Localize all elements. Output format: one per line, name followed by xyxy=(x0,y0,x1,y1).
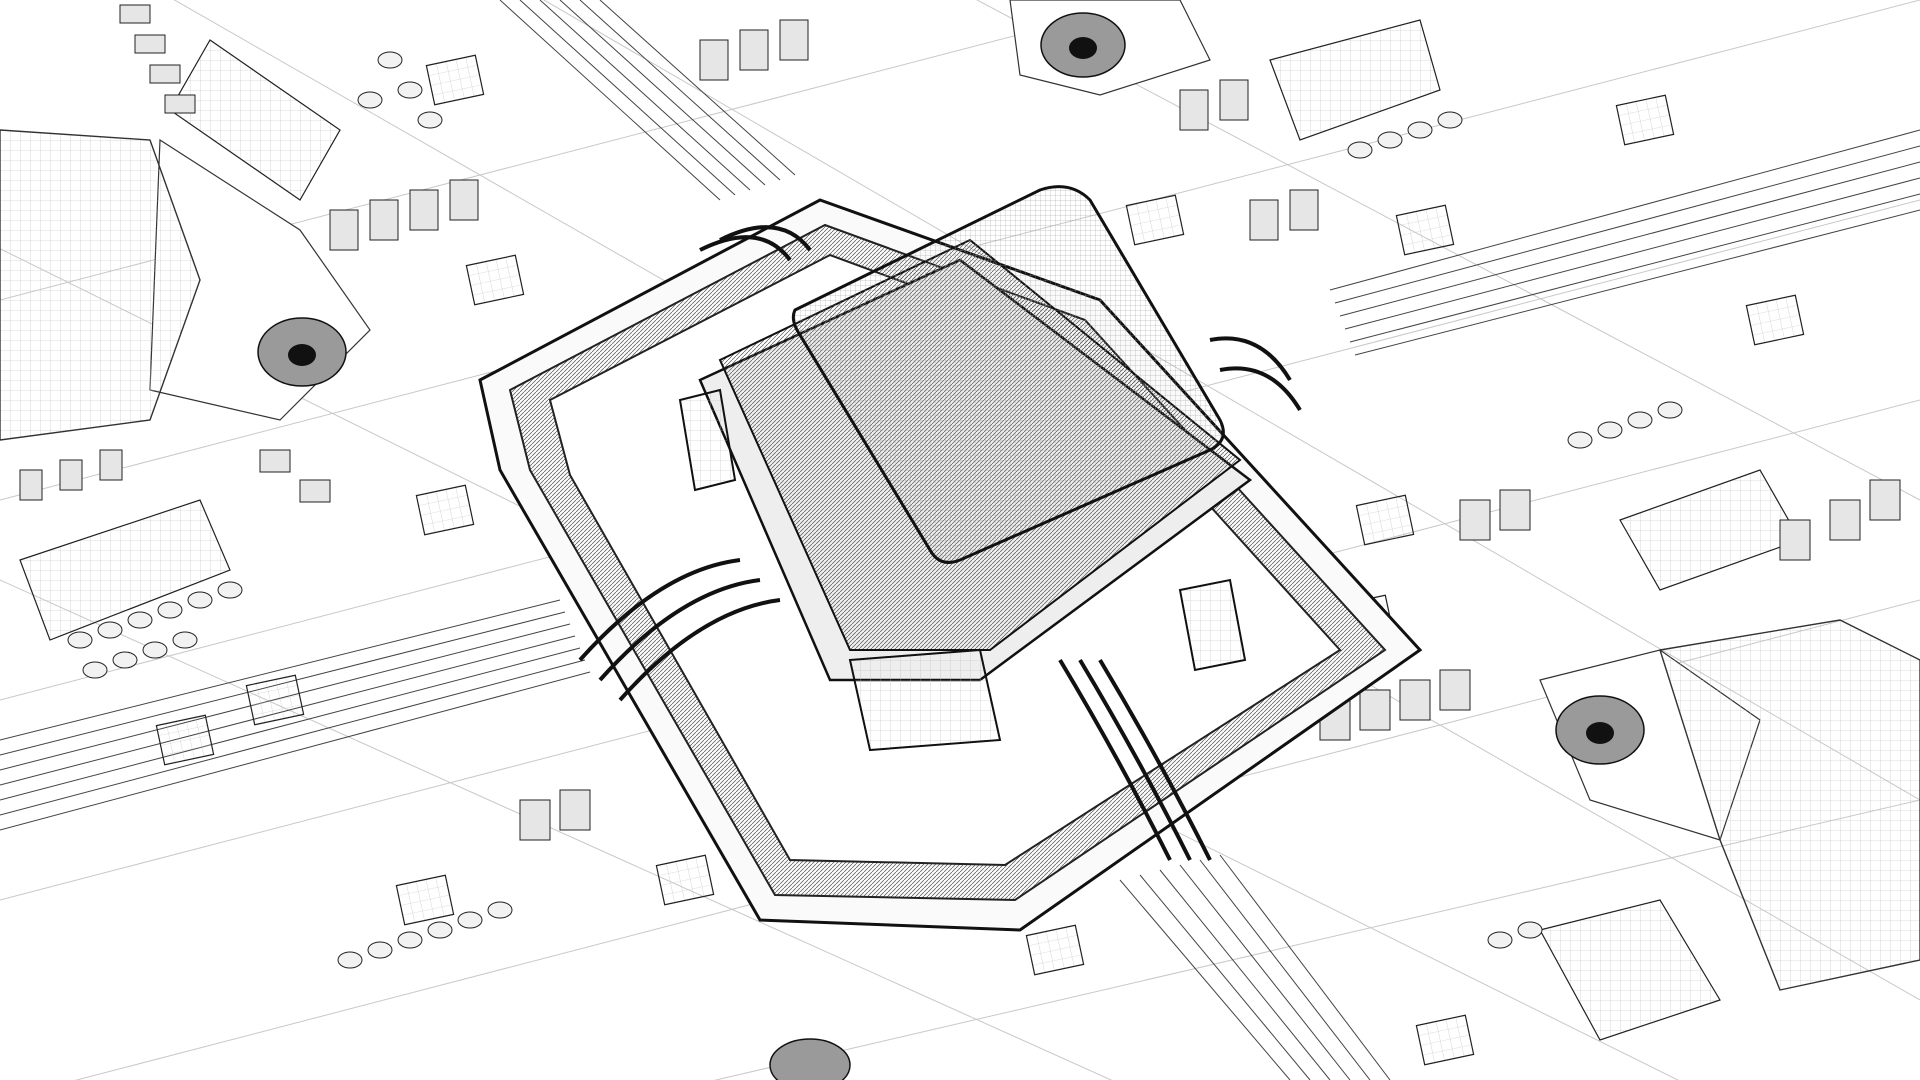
bus-vertical-bottom xyxy=(1119,854,1391,1080)
connector-blocks xyxy=(678,388,1247,752)
cpu-chip xyxy=(478,185,1423,932)
bus-vertical-top xyxy=(499,0,796,201)
fan-left xyxy=(149,138,371,421)
cable-bundles xyxy=(578,225,1302,861)
smd-components xyxy=(19,4,1901,841)
fan-top-center xyxy=(1009,0,1211,96)
ic-chips xyxy=(19,19,1801,1041)
hex-housing-left xyxy=(0,129,201,441)
hex-housing-right xyxy=(1659,619,1920,991)
bus-diagonal-right xyxy=(1329,129,1920,356)
fan-bottom xyxy=(769,1038,851,1080)
capacitors xyxy=(67,51,1683,969)
